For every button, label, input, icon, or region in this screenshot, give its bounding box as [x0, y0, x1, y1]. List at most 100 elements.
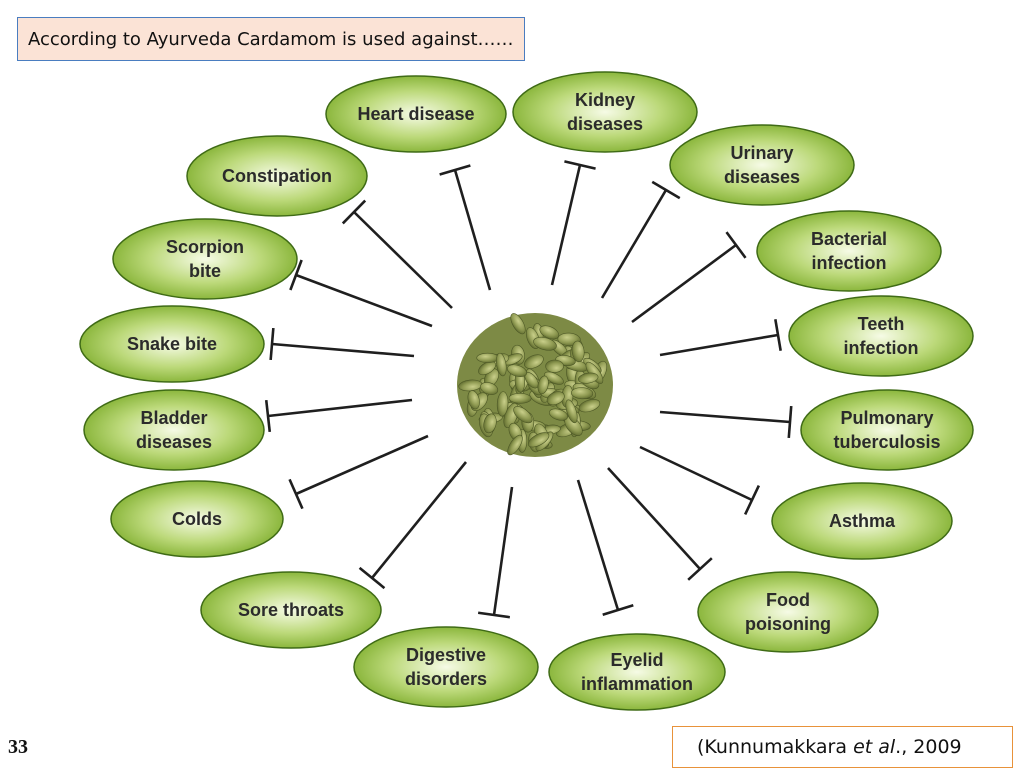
cardamom-pod: [545, 359, 564, 373]
inhibitor-bar-asthma: [743, 484, 761, 516]
slide-number: 33: [8, 736, 28, 758]
oval-label-line: diseases: [567, 114, 643, 134]
oval-shape: [512, 71, 698, 153]
inhibitor-bar-colds: [288, 478, 304, 510]
oval-label-line: Colds: [172, 509, 222, 529]
oval-shape: [200, 571, 382, 649]
cardamom-pod: [467, 390, 480, 410]
inhibitor-bar-scorpion-bite: [289, 259, 303, 291]
inhibitor-bar-sore-throats: [358, 566, 386, 590]
cardamom-pod: [476, 352, 500, 363]
oval-label-line: Food: [766, 590, 810, 610]
oval-shape: [800, 389, 974, 471]
cardamom-pod: [549, 408, 568, 421]
oval-label-line: Snake bite: [127, 334, 217, 354]
inhibitor-line-sore-throats: [370, 461, 468, 579]
citation-italic: et al: [853, 736, 896, 758]
inhibitor-line-pulmonary-tuberculosis: [659, 410, 791, 424]
cardamom-pod: [546, 391, 565, 406]
citation-prefix: (Kunnumakkara: [697, 736, 848, 758]
oval-label-line: Sore throats: [238, 600, 344, 620]
target-oval-sore-throats: Sore throats: [200, 571, 382, 649]
oval-label-line: Urinary: [730, 143, 793, 163]
cardamom-pod: [480, 382, 499, 395]
cardamom-pod: [513, 406, 533, 424]
oval-shape: [669, 124, 855, 206]
oval-label-line: Bladder: [140, 408, 207, 428]
cardamom-pod: [483, 413, 497, 434]
oval-shape: [325, 75, 507, 153]
cardamom-pod: [508, 392, 532, 404]
oval-label-line: Kidney: [575, 90, 635, 110]
inhibitor-bar-pulmonary-tuberculosis: [787, 405, 793, 439]
oval-shape: [771, 482, 953, 560]
target-oval-digestive-disorders: Digestive disorders: [353, 626, 539, 708]
inhibitor-line-kidney-diseases: [550, 164, 582, 286]
oval-shape: [112, 218, 298, 300]
cardamom-pod: [533, 336, 557, 351]
oval-label-line: infection: [812, 253, 887, 273]
citation-suffix: ., 2009: [895, 736, 962, 758]
oval-shape: [788, 295, 974, 377]
target-oval-colds: Colds: [110, 480, 284, 558]
oval-shape: [83, 389, 265, 471]
cardamom-pod: [496, 391, 509, 417]
cardamom-pod: [524, 354, 544, 369]
cardamom-pod: [496, 352, 507, 377]
cardamom-pod: [577, 372, 599, 384]
cardamom-pod: [578, 399, 601, 413]
cardamom-pod: [537, 375, 549, 395]
inhibitor-bar-food-poisoning: [687, 557, 713, 581]
oval-label-line: Digestive: [406, 645, 486, 665]
inhibitor-bar-heart-disease: [439, 164, 471, 176]
cardamom-pod: [544, 371, 564, 385]
target-oval-scorpion-bite: Scorpion bite: [112, 218, 298, 300]
oval-label-line: poisoning: [745, 614, 831, 634]
inhibitor-bar-digestive-disorders: [477, 611, 511, 619]
oval-shape: [756, 210, 942, 292]
oval-shape: [79, 305, 265, 383]
inhibitor-bar-eyelid-inflammation: [602, 604, 634, 616]
oval-label-line: inflammation: [581, 674, 693, 694]
oval-label-line: diseases: [136, 432, 212, 452]
oval-label-line: Heart disease: [357, 104, 474, 124]
cardamom-pod: [527, 432, 550, 448]
cardamom-pods-image: [457, 313, 613, 457]
cardamom-pod: [478, 361, 496, 376]
inhibitor-line-colds: [295, 434, 429, 496]
oval-label-line: disorders: [405, 669, 487, 689]
oval-label-line: Pulmonary: [840, 408, 933, 428]
oval-label-line: infection: [844, 338, 919, 358]
oval-shape: [110, 480, 284, 558]
inhibitor-line-eyelid-inflammation: [576, 479, 620, 611]
inhibitor-line-snake-bite: [271, 342, 415, 358]
inhibitor-bar-urinary-diseases: [651, 180, 681, 200]
inhibitor-line-asthma: [639, 445, 753, 502]
oval-shape: [186, 135, 368, 217]
inhibitor-bar-kidney-diseases: [564, 160, 596, 170]
oval-shape: [353, 626, 539, 708]
inhibitor-line-heart-disease: [453, 169, 492, 291]
inhibitor-line-bacterial-infection: [631, 243, 737, 324]
oval-label-line: Asthma: [829, 511, 896, 531]
inhibitor-bar-bladder-diseases: [264, 399, 272, 433]
target-oval-heart-disease: Heart disease: [325, 75, 507, 153]
target-oval-constipation: Constipation: [186, 135, 368, 217]
cardamom-pod: [571, 340, 585, 363]
oval-shape: [548, 633, 726, 711]
oval-label-line: bite: [189, 261, 221, 281]
oval-shape: [697, 571, 879, 653]
inhibitor-bar-snake-bite: [269, 327, 275, 361]
target-oval-food-poisoning: Food poisoning: [697, 571, 879, 653]
oval-label-line: Scorpion: [166, 237, 244, 257]
target-oval-asthma: Asthma: [771, 482, 953, 560]
inhibitor-line-bladder-diseases: [267, 398, 413, 418]
oval-label-line: Constipation: [222, 166, 332, 186]
target-oval-bladder-diseases: Bladder diseases: [83, 389, 265, 471]
oval-label-line: tuberculosis: [833, 432, 940, 452]
